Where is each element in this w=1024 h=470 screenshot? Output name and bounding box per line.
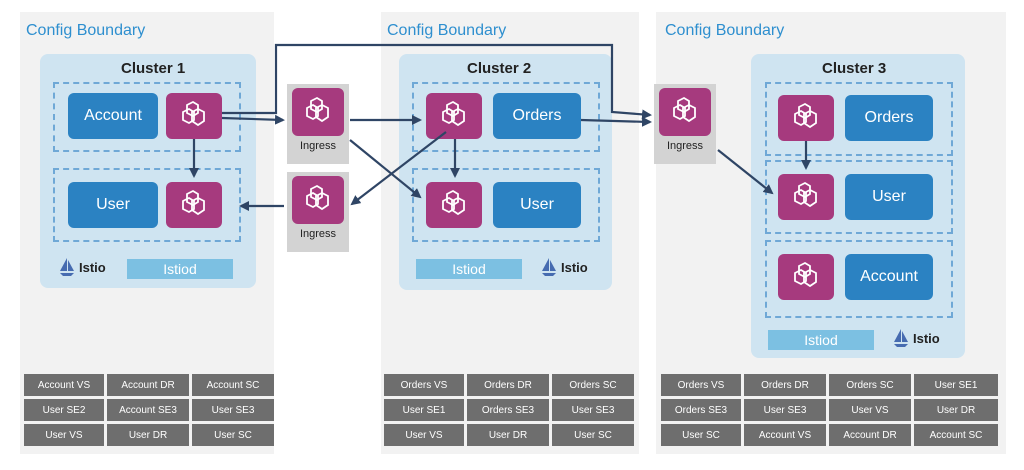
- ingress-gateway-2[interactable]: Ingress: [287, 172, 349, 252]
- config-cell: Account VS: [24, 374, 104, 396]
- istio-sail-icon: [894, 329, 908, 347]
- cluster-1-account-service[interactable]: Account: [68, 93, 158, 139]
- ingress-gateway-3[interactable]: Ingress: [654, 84, 716, 164]
- config-cell: Orders SC: [552, 374, 634, 396]
- envoy-hexagon-icon: [794, 261, 817, 288]
- cluster-2-istio-logo: Istio: [540, 257, 588, 277]
- config-boundary-3-title: Config Boundary: [665, 22, 785, 39]
- config-cell: User DR: [107, 424, 189, 446]
- cluster-3-istio-logo: Istio: [892, 328, 940, 348]
- cluster-2-istiod[interactable]: Istiod: [416, 259, 522, 279]
- cluster-1-title: Cluster 1: [121, 60, 186, 77]
- envoy-hexagon-icon: [794, 102, 817, 129]
- config-cell: Account DR: [829, 424, 911, 446]
- config-cell: Orders SE3: [661, 399, 741, 421]
- config-cell: User SE2: [24, 399, 104, 421]
- config-cell: Orders VS: [384, 374, 464, 396]
- cluster-3-title: Cluster 3: [822, 60, 887, 77]
- cluster-2-orders-proxy[interactable]: [426, 93, 482, 139]
- envoy-hexagon-icon: [794, 181, 817, 208]
- config-cell: Orders VS: [661, 374, 741, 396]
- config-cell: User DR: [914, 399, 998, 421]
- config-cell: Orders SC: [829, 374, 911, 396]
- cluster-3-istiod[interactable]: Istiod: [768, 330, 874, 350]
- config-cell: User SE3: [552, 399, 634, 421]
- config-cell: Account VS: [744, 424, 826, 446]
- config-cell: User DR: [467, 424, 549, 446]
- envoy-hexagon-icon: [442, 100, 465, 127]
- ingress-gateway-1-label: Ingress: [299, 140, 337, 152]
- envoy-hexagon-icon: [306, 184, 329, 211]
- ingress-gateway-2-label: Ingress: [299, 228, 337, 240]
- config-cell: Orders DR: [467, 374, 549, 396]
- config-cell: Account DR: [107, 374, 189, 396]
- config-cell: User SC: [552, 424, 634, 446]
- cluster-3-user-service[interactable]: User: [845, 174, 933, 220]
- cluster-2-namespace-user: [412, 168, 600, 242]
- envoy-hexagon-icon: [442, 189, 465, 216]
- cluster-1-user-service[interactable]: User: [68, 182, 158, 228]
- config-cell: User SC: [661, 424, 741, 446]
- config-cell: Account SC: [192, 374, 274, 396]
- config-boundary-1-title: Config Boundary: [26, 22, 146, 39]
- ingress-gateway-3-proxy: [659, 88, 711, 136]
- ingress-gateway-3-label: Ingress: [666, 140, 704, 152]
- cluster-1-account-proxy[interactable]: [166, 93, 222, 139]
- cluster-2-orders-service[interactable]: Orders: [493, 93, 581, 139]
- config-cell: User VS: [829, 399, 911, 421]
- config-cell: User SE1: [914, 374, 998, 396]
- config-cell: User SE3: [192, 399, 274, 421]
- config-cell: Account SC: [914, 424, 998, 446]
- config-cell: User SE1: [384, 399, 464, 421]
- istio-sail-icon: [542, 258, 556, 276]
- envoy-hexagon-icon: [182, 100, 205, 127]
- config-cell: Orders SE3: [467, 399, 549, 421]
- cluster-3-namespace-user: [765, 160, 953, 234]
- istio-sail-icon: [60, 258, 74, 276]
- config-cell: User VS: [384, 424, 464, 446]
- cluster-2-istio-label: Istio: [561, 259, 588, 275]
- envoy-hexagon-icon: [182, 189, 205, 216]
- envoy-hexagon-icon: [306, 96, 329, 123]
- cluster-3-istio-label: Istio: [913, 330, 940, 346]
- cluster-3-orders-service[interactable]: Orders: [845, 95, 933, 141]
- cluster-2-user-proxy[interactable]: [426, 182, 482, 228]
- cluster-3-namespace-orders: [765, 82, 953, 156]
- config-cell: User SE3: [744, 399, 826, 421]
- ingress-gateway-1[interactable]: Ingress: [287, 84, 349, 164]
- envoy-hexagon-icon: [673, 96, 696, 123]
- cluster-3-account-proxy[interactable]: [778, 254, 834, 300]
- cluster-3-namespace-account: [765, 240, 953, 318]
- cluster-2-user-service[interactable]: User: [493, 182, 581, 228]
- config-boundary-2-title: Config Boundary: [387, 22, 507, 39]
- config-cell: User VS: [24, 424, 104, 446]
- cluster-1-user-proxy[interactable]: [166, 182, 222, 228]
- cluster-3-orders-proxy[interactable]: [778, 95, 834, 141]
- cluster-2-title: Cluster 2: [467, 60, 532, 77]
- ingress-gateway-1-proxy: [292, 88, 344, 136]
- cluster-3-user-proxy[interactable]: [778, 174, 834, 220]
- cluster-3-account-service[interactable]: Account: [845, 254, 933, 300]
- config-cell: User SC: [192, 424, 274, 446]
- config-cell: Orders DR: [744, 374, 826, 396]
- cluster-1-istio-label: Istio: [79, 259, 106, 275]
- cluster-1-istiod[interactable]: Istiod: [127, 259, 233, 279]
- config-cell: Account SE3: [107, 399, 189, 421]
- cluster-1-istio-logo: Istio: [58, 257, 106, 277]
- ingress-gateway-2-proxy: [292, 176, 344, 224]
